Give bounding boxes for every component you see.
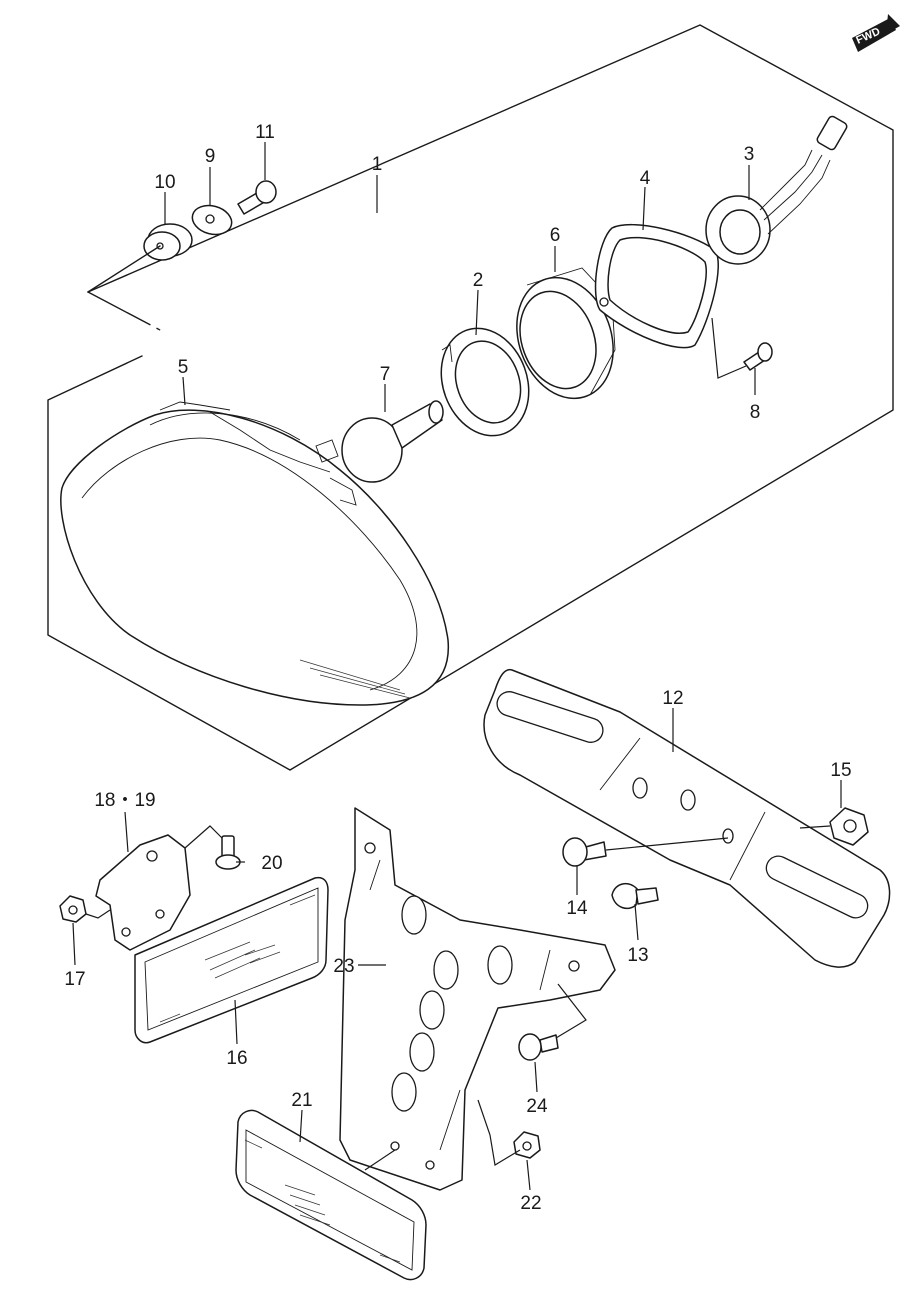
- screw-8: [711, 317, 773, 379]
- fwd-arrow-icon: FWD: [852, 14, 900, 52]
- nut-17: [59, 895, 111, 923]
- screw-24: [518, 983, 587, 1061]
- callout-14: 14: [566, 898, 588, 919]
- callout-13: 13: [627, 945, 648, 966]
- gasket-ring: [440, 327, 530, 437]
- callout-15: 15: [830, 760, 851, 781]
- bulb-socket: [705, 115, 848, 265]
- leader-lines: [72, 142, 842, 1191]
- bulb: [315, 400, 444, 483]
- base-gasket: [594, 224, 719, 349]
- callout-4: 4: [640, 168, 651, 189]
- side-reflector: [134, 876, 329, 1044]
- callout-24: 24: [526, 1096, 548, 1117]
- callout-9: 9: [205, 146, 216, 167]
- bolt-20: [215, 835, 241, 870]
- callout-17: 17: [64, 969, 85, 990]
- callout-20: 20: [261, 853, 282, 874]
- callout-1: 1: [372, 154, 383, 175]
- callout-5: 5: [178, 357, 189, 378]
- tail-lamp-lens: [60, 401, 450, 706]
- nut-15: [799, 807, 869, 846]
- callout-7: 7: [380, 364, 391, 385]
- callout-11: 11: [255, 122, 275, 143]
- callout-8: 8: [750, 402, 761, 423]
- callout-6: 6: [550, 225, 561, 246]
- grommet-10: [143, 223, 193, 261]
- callout-16: 16: [226, 1048, 247, 1069]
- callout-18-19: 18・19: [94, 790, 155, 811]
- rivet-13: [611, 883, 659, 910]
- plate-bracket: [483, 668, 891, 968]
- callout-21: 21: [291, 1090, 312, 1111]
- callout-2: 2: [473, 270, 484, 291]
- callout-12: 12: [662, 688, 683, 709]
- screw-11: [237, 180, 277, 215]
- nut-22: [477, 1099, 541, 1166]
- callout-22: 22: [520, 1193, 541, 1214]
- plate-holder: [339, 807, 616, 1191]
- callout-23: 23: [333, 956, 354, 977]
- washer-9: [191, 204, 233, 236]
- callout-10: 10: [154, 172, 175, 193]
- rear-reflector: [235, 1109, 427, 1281]
- screw-14: [562, 837, 729, 867]
- callout-3: 3: [744, 144, 755, 165]
- reflector-bracket: [95, 825, 223, 951]
- assembly-box-outline: [47, 24, 894, 771]
